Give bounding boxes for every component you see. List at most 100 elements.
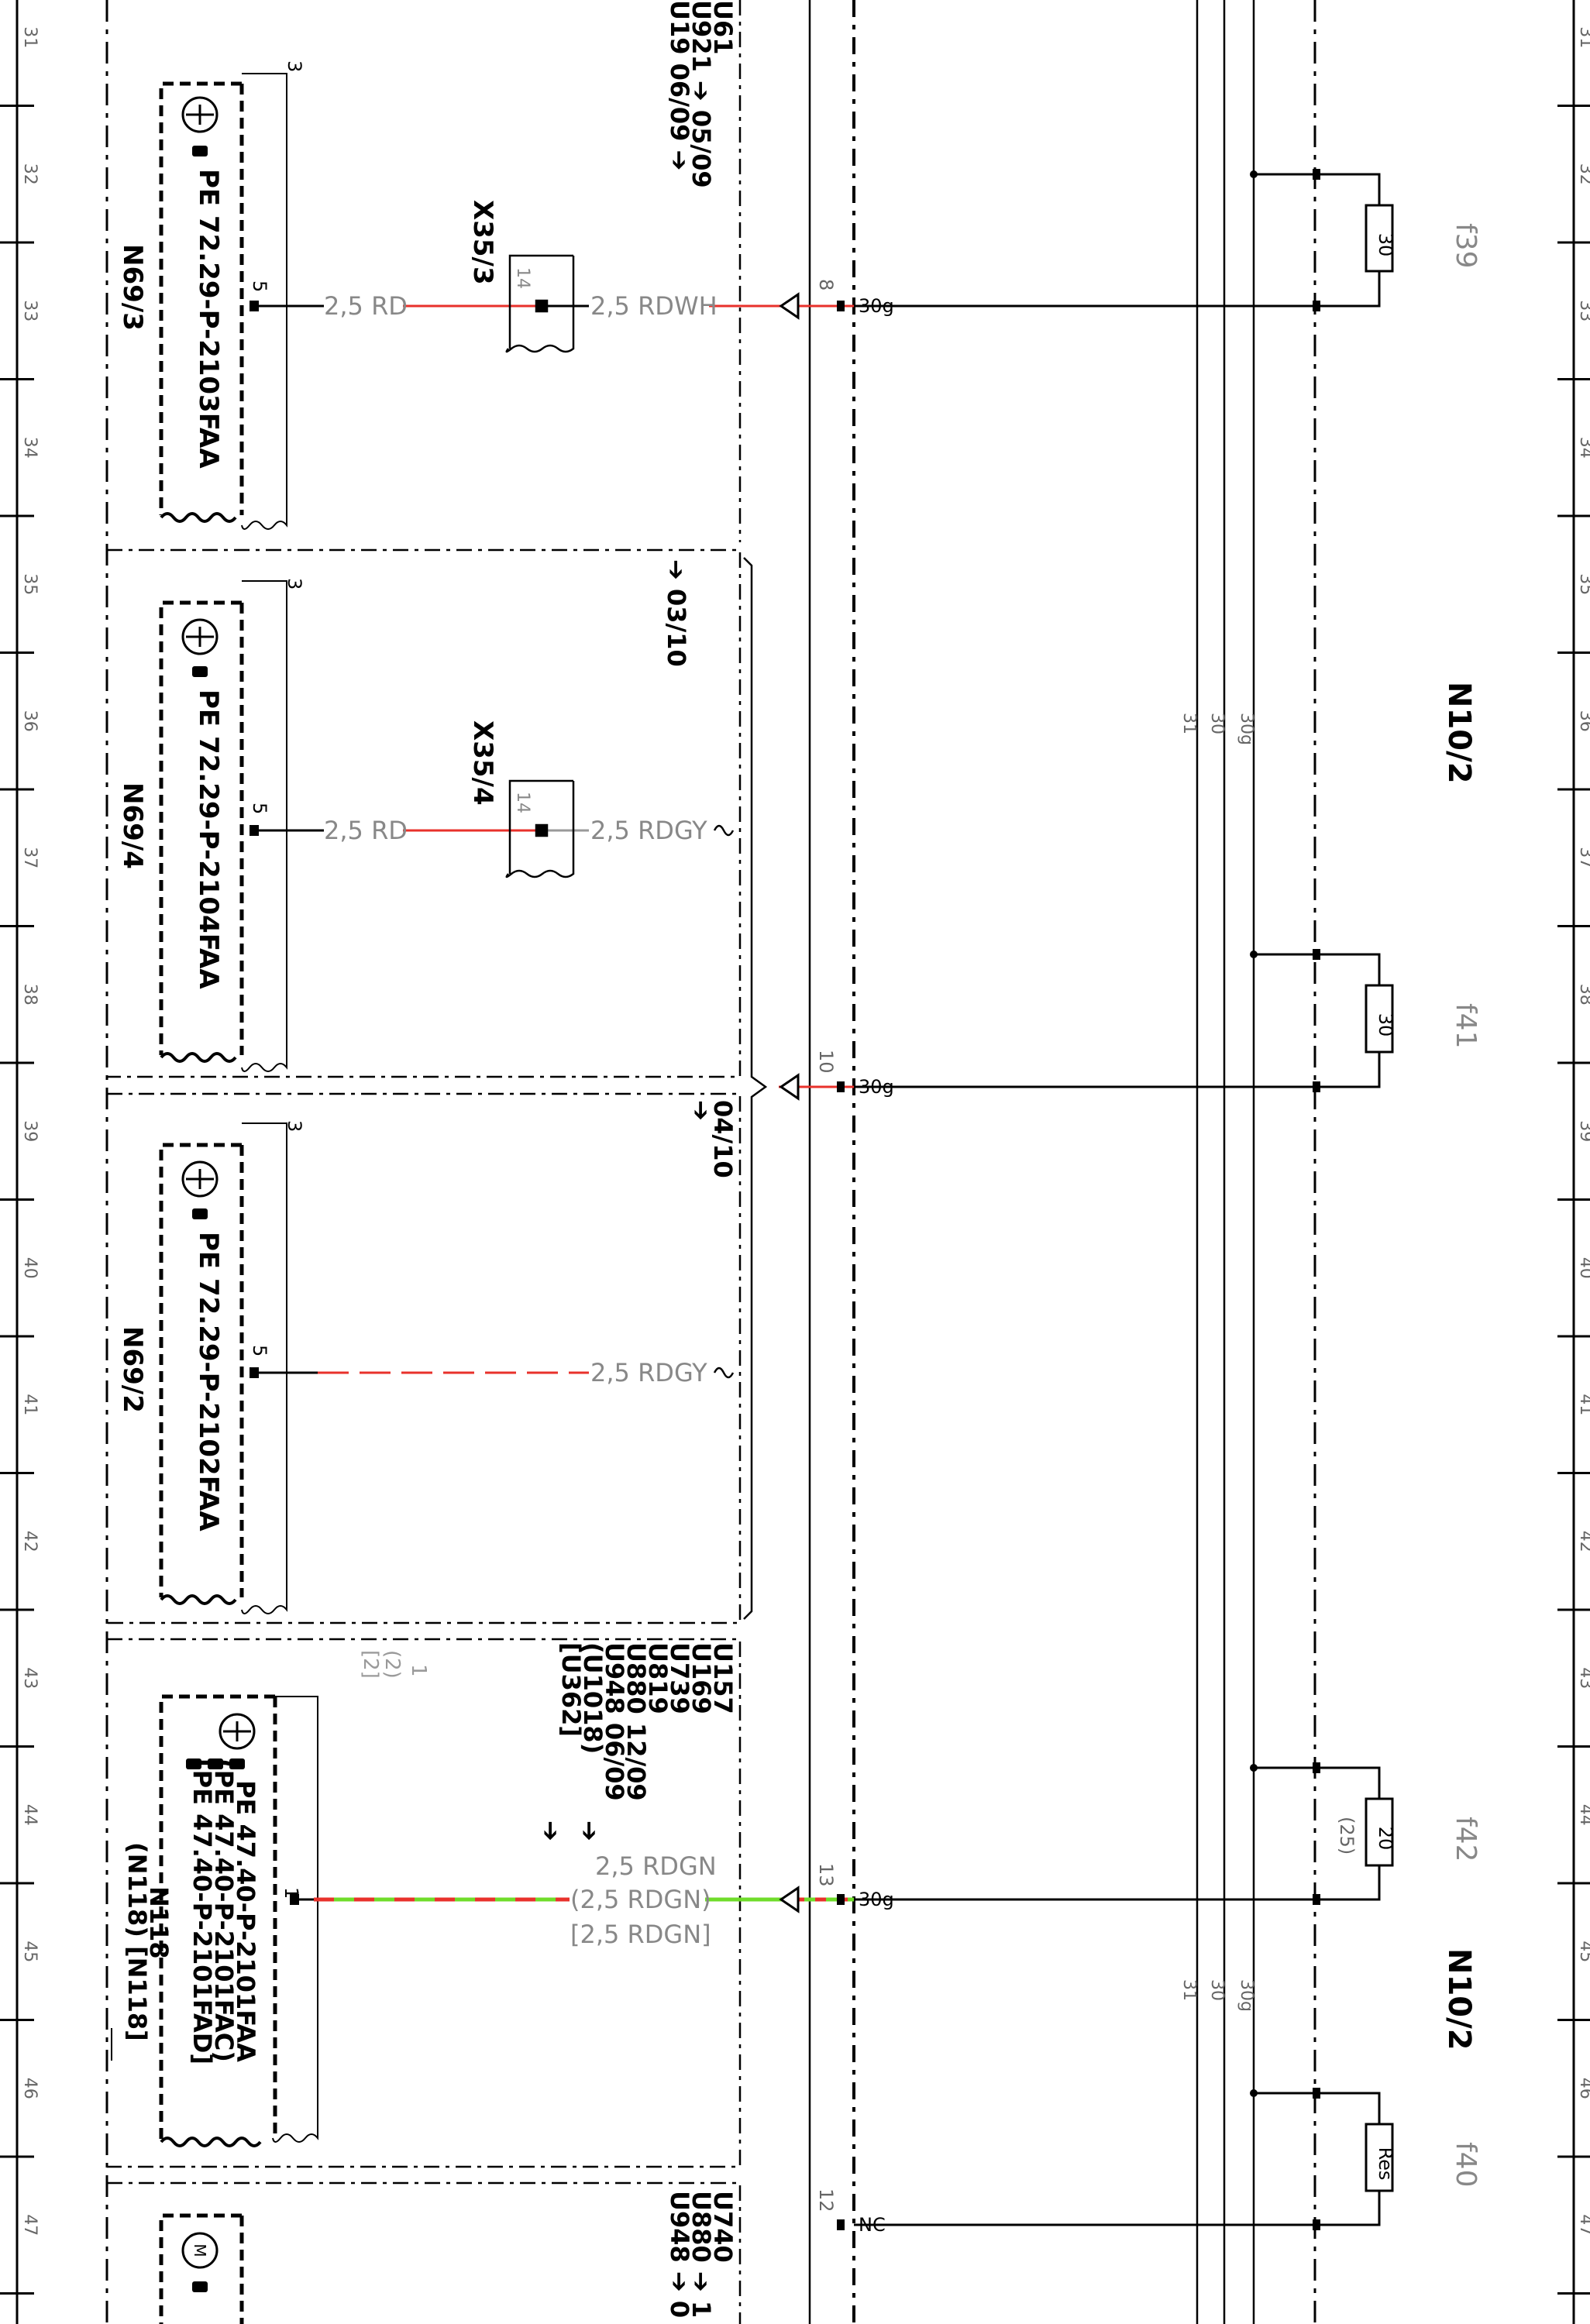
version-note: ➔ — [575, 1820, 604, 1841]
svg-text:31: 31 — [1179, 713, 1199, 734]
version-note: U19 06/09 ➔ — [665, 0, 694, 170]
connector-x35-3 — [505, 254, 575, 353]
svg-text:2,5 RDGY: 2,5 RDGY — [590, 816, 707, 845]
grid-number: 42 — [1576, 1531, 1590, 1552]
svg-text:5: 5 — [249, 803, 270, 814]
grid-number: 40 — [20, 1257, 40, 1279]
wire-labels: 2,5 RD 2,5 RDWH 2,5 RD 2,5 RDGY 2,5 RDGY… — [324, 291, 718, 1949]
svg-text:5: 5 — [249, 280, 270, 292]
grid-number: 36 — [1576, 710, 1590, 732]
grid-number: 35 — [1576, 573, 1590, 595]
version-note: [U362] — [556, 1642, 586, 1737]
svg-text:14: 14 — [513, 792, 532, 813]
module-pin-markers — [250, 301, 299, 1905]
version-note: U739 — [665, 1642, 694, 1714]
svg-text:f41: f41 — [1450, 1003, 1482, 1048]
svg-text:2,5 RDGN: 2,5 RDGN — [595, 1851, 717, 1881]
wavy-breaks — [160, 512, 262, 2147]
grid-number: 45 — [20, 1941, 40, 1962]
grid-number: 46 — [1576, 2078, 1590, 2099]
svg-text:30g: 30g — [859, 1076, 894, 1098]
grid-number: 37 — [20, 847, 40, 868]
pin-numbers-alt: 1 (2) [2] — [359, 1650, 430, 1679]
svg-text:X35/4: X35/4 — [467, 720, 498, 806]
grid-number: 43 — [20, 1667, 40, 1689]
frame-lines — [105, 0, 1316, 2324]
version-note: U169 — [687, 1642, 716, 1714]
svg-text:12: 12 — [815, 2188, 837, 2212]
grid-number: 34 — [20, 437, 40, 459]
fuse-tabs — [1313, 169, 1320, 2230]
svg-text:2,5 RD: 2,5 RD — [324, 816, 408, 845]
svg-text:13: 13 — [815, 1863, 837, 1887]
fuse-names: f39 f41 f42 f40 — [1450, 223, 1482, 2187]
module-id-label: N69/4 — [117, 782, 148, 869]
grid-number: 47 — [1576, 2214, 1590, 2236]
version-note: U880 ➔ 1 — [687, 2191, 716, 2318]
svg-text:[2,5 RDGN]: [2,5 RDGN] — [570, 1920, 711, 1949]
module-inner-boxes — [159, 81, 277, 2324]
grid-number: 36 — [20, 710, 40, 732]
svg-text:30g: 30g — [1237, 1979, 1256, 2012]
svg-text:3: 3 — [284, 1120, 305, 1132]
grid-number: 41 — [1576, 1394, 1590, 1415]
grid-number: 32 — [20, 163, 40, 185]
module-pe-label: PE 72.29-P-2102FAA — [193, 1232, 224, 1532]
grid-number: 42 — [20, 1531, 40, 1552]
module-id-label: N69/2 — [117, 1326, 148, 1413]
tilde-marks — [713, 824, 735, 1379]
module-id-alt-label: (N118) [N118] — [122, 1842, 152, 2041]
fuse-f39 — [1250, 170, 1394, 308]
transistor-icon — [181, 96, 219, 133]
module-id-label: N118 — [144, 1886, 174, 1959]
grid-number: 39 — [1576, 1120, 1590, 1142]
svg-text:30: 30 — [1375, 233, 1396, 257]
motor-icon: M — [181, 2232, 219, 2269]
svg-text:2,5 RD: 2,5 RD — [324, 291, 408, 321]
svg-text:[2]: [2] — [359, 1650, 382, 1679]
grid-number: 38 — [1576, 984, 1590, 1006]
version-note: U948 ➔ 0 — [665, 2191, 694, 2318]
grid-number: 39 — [20, 1120, 40, 1142]
version-note: U740 — [708, 2191, 738, 2263]
version-note: ➔ — [687, 1100, 716, 1121]
module-pe-label: [PE 47.40-P-2101FAD] — [188, 1758, 217, 2064]
svg-text:30g: 30g — [1237, 713, 1256, 745]
svg-text:20: 20 — [1375, 1827, 1396, 1851]
module-frames — [107, 0, 742, 2324]
fuse-f41 — [1250, 951, 1394, 1088]
transistor-icon — [181, 1160, 219, 1198]
svg-text:10: 10 — [815, 1050, 837, 1074]
svg-text:30: 30 — [1207, 1979, 1227, 2001]
module-pe-label: PE 72.29-P-2104FAA — [193, 689, 224, 989]
svg-text:NC: NC — [859, 2214, 886, 2236]
grid-number: 45 — [1576, 1941, 1590, 1962]
version-note: U880 12/09 — [621, 1642, 651, 1801]
connector-x35-4 — [505, 779, 575, 878]
svg-text:f39: f39 — [1450, 223, 1482, 268]
grid-number: 33 — [1576, 300, 1590, 321]
version-note: ➔ 03/10 — [662, 559, 691, 667]
version-note: 04/10 — [708, 1100, 738, 1178]
grid-number: 44 — [20, 1804, 40, 1826]
svg-text:14: 14 — [513, 267, 532, 289]
svg-text:2,5 RDGY: 2,5 RDGY — [590, 1358, 707, 1387]
svg-text:1: 1 — [407, 1664, 430, 1677]
svg-text:30g: 30g — [859, 1889, 894, 1910]
grid-number: 47 — [20, 2214, 40, 2236]
svg-text:2,5 RDWH: 2,5 RDWH — [590, 291, 718, 321]
module-pe-label: PE 72.29-P-2103FAA — [193, 169, 224, 469]
svg-text:N10/2: N10/2 — [1441, 682, 1477, 784]
svg-text:30: 30 — [1375, 1013, 1396, 1037]
fuse-f40 — [1250, 2089, 1394, 2226]
svg-text:3: 3 — [284, 60, 305, 72]
fuse-ratings: 30 30 20 Res — [1375, 233, 1396, 2181]
grid-number: 41 — [20, 1394, 40, 1415]
version-note: U61 — [708, 0, 738, 55]
module-id-label: N69/3 — [117, 244, 148, 331]
grid-number: 44 — [1576, 1804, 1590, 1826]
version-note: U157 — [708, 1642, 738, 1714]
